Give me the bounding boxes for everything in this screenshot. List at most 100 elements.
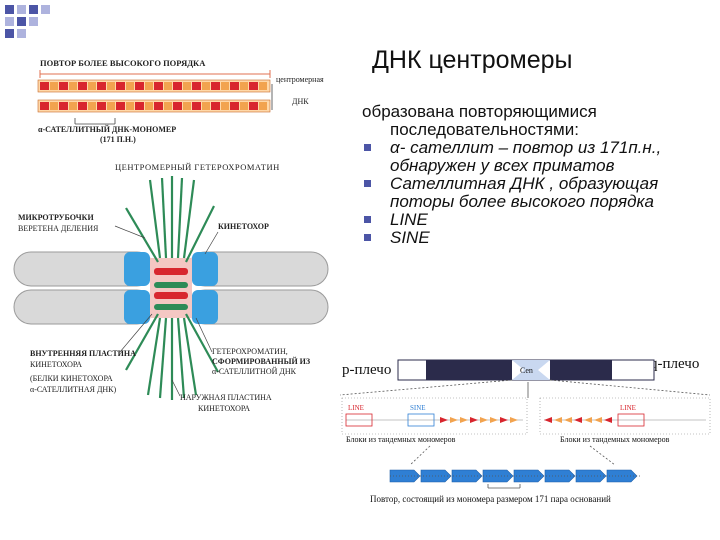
repeat-arrow (440, 417, 448, 423)
repeat-unit (154, 102, 163, 110)
bullet-square-icon (364, 234, 371, 241)
repeat-unit (164, 82, 172, 90)
line-right-label: LINE (620, 404, 636, 412)
repeat-unit (164, 102, 172, 110)
repeat-unit (78, 82, 87, 90)
heterochromatin2-label: ГЕТЕРОХРОМАТИН, (212, 347, 288, 356)
spindle-microtubules (125, 176, 219, 400)
bullet-square-icon (364, 216, 371, 223)
heterochromatin2-label-3: α-САТЕЛЛИТНОЙ ДНК (212, 367, 297, 376)
centromere-figure: ПОВТОР БОЛЕЕ ВЫСОКОГО ПОРЯДКА центромерн… (13, 58, 329, 413)
repeat-unit (211, 102, 220, 110)
repeat-unit (192, 102, 201, 110)
repeat-arrow (594, 417, 602, 423)
chromosome-repeat-figure: р-плечо q-плечо Cen LINE SINE Блоки из т… (339, 356, 711, 504)
bullet-text: α- сателлит – повтор из 171п.н., обнаруж… (390, 138, 662, 175)
microtubules-label: МИКРОТРУБОЧКИ (18, 213, 94, 222)
repeat-unit (249, 102, 258, 110)
inner-plate-label: ВНУТРЕННЯЯ ПЛАСТИНА (30, 349, 136, 358)
centromeric-dna-label-2: ДНК (292, 97, 309, 106)
repeat-unit (192, 82, 201, 90)
monomer-caption: Повтор, состоящий из мономера размером 1… (370, 494, 611, 504)
repeat-arrow (544, 417, 552, 423)
repeat-unit (259, 82, 267, 90)
centromeric-dna-label: центромерная (276, 75, 324, 84)
kinetochore-left-top (124, 252, 150, 286)
repeat-unit (97, 102, 106, 110)
p-arm-label: р-плечо (342, 362, 391, 378)
q-arm-label: q-плечо (650, 356, 699, 372)
bullet-text: LINE (390, 210, 428, 229)
repeat-unit (135, 82, 144, 90)
repeat-unit (145, 102, 153, 110)
bullet-square-icon (364, 144, 371, 151)
line-left-label: LINE (348, 404, 364, 412)
right-repeat-band: LINE Блоки из тандемных мономеров (539, 397, 711, 444)
monomer-arrow (451, 469, 483, 483)
repeat-arrow (564, 417, 572, 423)
repeat-unit (107, 82, 115, 90)
kinetochore-label: КИНЕТОХОР (218, 222, 269, 231)
repeat-unit (173, 102, 182, 110)
repeat-arrow (500, 417, 508, 423)
repeat-bar-top (37, 79, 271, 93)
repeat-unit (249, 82, 258, 90)
repeat-unit (40, 82, 49, 90)
repeat-unit (59, 102, 68, 110)
repeat-arrow (450, 417, 458, 423)
repeat-unit (240, 82, 248, 90)
repeat-unit (69, 102, 77, 110)
repeat-unit (126, 102, 134, 110)
repeat-unit (116, 102, 125, 110)
repeat-unit (69, 82, 77, 90)
bullet-item: Сателлитная ДНК , образующая поторы боле… (362, 175, 702, 211)
blocks-left-label: Блоки из тандемных мономеров (346, 435, 456, 444)
bullet-item: SINE (362, 229, 702, 247)
bullet-item: α- сателлит – повтор из 171п.н., обнаруж… (362, 139, 702, 175)
repeat-unit (183, 102, 191, 110)
repeat-unit (88, 82, 96, 90)
heterochromatin-label: ЦЕНТРОМЕРНЫЙ ГЕТЕРОХРОМАТИН (115, 162, 280, 172)
repeat-unit (230, 82, 239, 90)
repeat-unit (173, 82, 182, 90)
repeat-arrow (480, 417, 488, 423)
repeat-arrow (490, 417, 498, 423)
repeat-unit (88, 102, 96, 110)
kinetochore-right-top (192, 252, 218, 286)
repeat-unit (240, 102, 248, 110)
bullet-square-icon (364, 180, 371, 187)
monomer-length-label: (171 П.Н.) (100, 135, 136, 144)
repeat-unit (202, 82, 210, 90)
repeat-arrow (554, 417, 562, 423)
repeat-arrow (584, 417, 592, 423)
repeat-unit (154, 82, 163, 90)
centromere-constriction (512, 360, 550, 380)
outer-plate-label: НАРУЖНАЯ ПЛАСТИНА (180, 393, 272, 402)
repeat-arrow (460, 417, 468, 423)
bullet-text: Сателлитная ДНК , образующая поторы боле… (390, 174, 659, 211)
monomer-arrow (544, 469, 576, 483)
intro-line-2: последовательностями: (390, 120, 579, 139)
repeat-unit (202, 102, 210, 110)
repeat-unit (183, 82, 191, 90)
repeat-unit (221, 82, 229, 90)
repeat-arrow (604, 417, 612, 423)
repeat-unit (50, 82, 58, 90)
repeat-unit (40, 102, 49, 110)
outer-plate-label-2: КИНЕТОХОРА (198, 404, 250, 413)
repeat-unit (107, 102, 115, 110)
monomer-label: α-САТЕЛЛИТНЫЙ ДНК-МОНОМЕР (38, 125, 176, 134)
blocks-right-label: Блоки из тандемных мономеров (560, 435, 670, 444)
body-text: образована повторяющимися последовательн… (362, 103, 702, 247)
inner-plate-label-3: (БЕЛКИ КИНЕТОХОРА (30, 374, 113, 383)
bullet-list: α- сателлит – повтор из 171п.н., обнаруж… (362, 139, 702, 247)
microtubules-label-2: ВЕРЕТЕНА ДЕЛЕНИЯ (18, 224, 99, 233)
repeat-unit (145, 82, 153, 90)
repeat-bar-bottom (37, 99, 271, 113)
repeat-arrow (574, 417, 582, 423)
repeat-unit (126, 82, 134, 90)
repeat-unit (135, 102, 144, 110)
slide-title: ДНК центромеры (372, 46, 573, 74)
higher-order-repeat-label: ПОВТОР БОЛЕЕ ВЫСОКОГО ПОРЯДКА (40, 58, 206, 68)
repeat-unit (97, 82, 106, 90)
